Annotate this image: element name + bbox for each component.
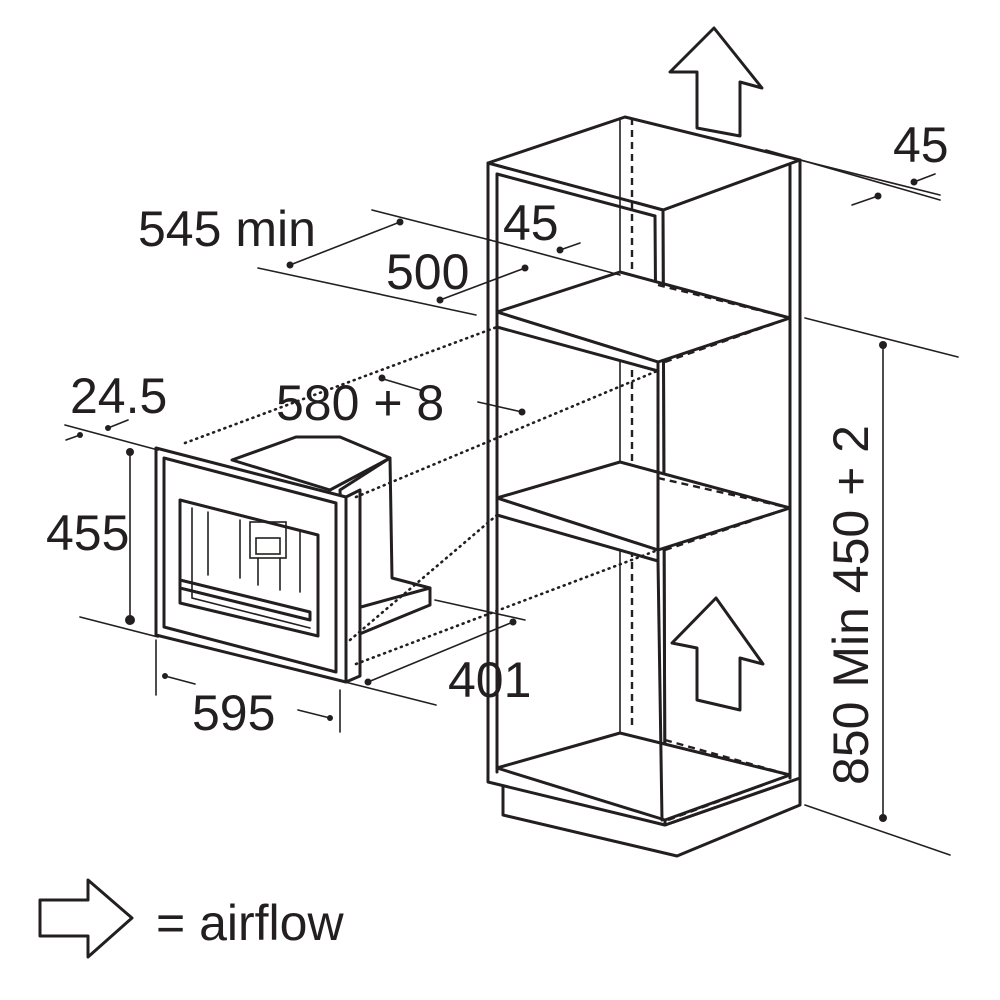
legend: = airflow (38, 878, 344, 959)
airflow-arrow-up-inside-icon (670, 596, 765, 712)
projection-lines (183, 325, 660, 666)
label-cabinet-height: 850 Min 450 + 2 (823, 425, 879, 785)
label-height-455: 455 (46, 505, 129, 561)
cabinet-floor (495, 731, 792, 822)
label-front-frame: 24.5 (70, 368, 167, 424)
legend-text: = airflow (156, 895, 344, 951)
label-width-595: 595 (192, 685, 275, 741)
label-depth-min: 545 min (138, 201, 316, 257)
coffee-machine (154, 435, 432, 684)
label-opening-width: 580 + 8 (276, 375, 444, 431)
airflow-arrow-up-icon (668, 26, 764, 138)
airflow-arrow-right-icon (38, 878, 134, 959)
label-inner-depth: 500 (386, 244, 469, 300)
appliance-top (230, 435, 392, 492)
appliance-front-opening (178, 498, 320, 638)
label-rear-gap: 45 (893, 117, 949, 173)
label-depth-401: 401 (448, 652, 531, 708)
dimension-lines (64, 149, 959, 856)
label-top-gap: 45 (503, 195, 559, 251)
